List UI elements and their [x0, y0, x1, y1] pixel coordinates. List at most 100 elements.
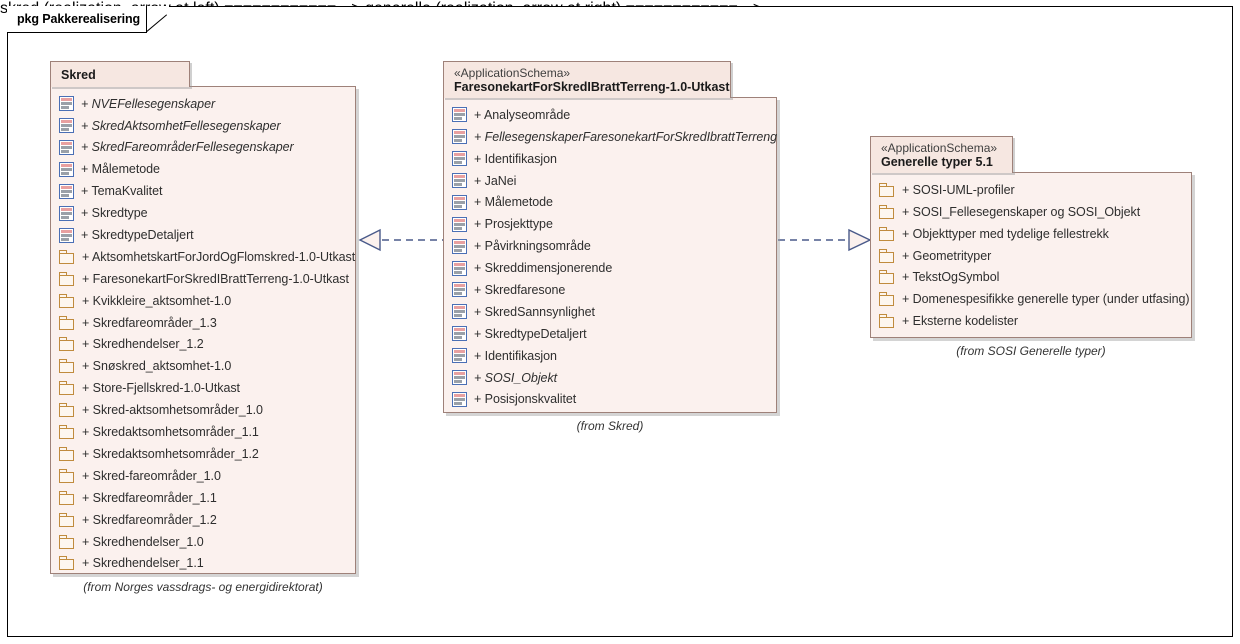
- connector-faresonekart-to-generelle[interactable]: [778, 228, 872, 252]
- package-member-row[interactable]: + SkredtypeDetaljert: [59, 224, 347, 246]
- class-icon: [59, 161, 74, 177]
- package-member-row[interactable]: + Analyseområde: [452, 104, 768, 126]
- class-icon: [452, 107, 467, 123]
- package-member-row[interactable]: + Skredfareområder_1.2: [59, 509, 347, 531]
- folder-icon: [59, 337, 75, 352]
- package-member-label: + Skredhendelser_1.0: [82, 534, 204, 549]
- frame-label: pkg Pakkerealisering: [17, 12, 141, 26]
- package-member-row[interactable]: + AktsomhetskartForJordOgFlomskred-1.0-U…: [59, 246, 355, 268]
- package-member-row[interactable]: + NVEFellesegenskaper: [59, 93, 347, 115]
- package-member-row[interactable]: + JaNei: [452, 170, 768, 192]
- package-member-row[interactable]: + SOSI-UML-profiler: [879, 179, 1183, 201]
- package-member-row[interactable]: + Skred-fareområder_1.0: [59, 465, 347, 487]
- package-member-row[interactable]: + Prosjekttype: [452, 213, 768, 235]
- class-icon: [59, 227, 74, 243]
- package-member-row[interactable]: + Skredfareområder_1.1: [59, 487, 347, 509]
- folder-icon: [59, 403, 75, 418]
- class-icon: [452, 216, 467, 232]
- package-member-row[interactable]: + Identifikasjon: [452, 148, 768, 170]
- package-member-row[interactable]: + Store-Fjellskred-1.0-Utkast: [59, 377, 347, 399]
- connector-faresonekart-to-skred[interactable]: [358, 228, 448, 252]
- package-member-label: + Snøskred_aktsomhet-1.0: [82, 359, 232, 374]
- package-skred-caption: (from Norges vassdrags- og energidirekto…: [83, 579, 323, 594]
- class-icon: [452, 260, 467, 276]
- folder-icon: [879, 314, 895, 329]
- package-skred[interactable]: Skred + NVEFellesegenskaper+ SkredAktsom…: [50, 61, 356, 594]
- package-member-label: + Skredaktsomhetsområder_1.1: [82, 425, 259, 440]
- class-icon: [452, 391, 467, 407]
- package-member-row[interactable]: + Skredhendelser_1.2: [59, 334, 347, 356]
- realization-arrow-right-icon: [778, 228, 872, 252]
- package-member-label: + Skredtype: [81, 206, 148, 221]
- folder-icon: [59, 359, 75, 374]
- class-icon: [59, 183, 74, 199]
- package-member-row[interactable]: + Skredfareområder_1.3: [59, 312, 347, 334]
- package-member-label: + Eksterne kodelister: [902, 314, 1019, 329]
- package-member-label: + SkredAktsomhetFellesegenskaper: [81, 118, 281, 133]
- package-member-row[interactable]: + Posisjonskvalitet: [452, 388, 768, 410]
- package-member-label: + Skredhendelser_1.2: [82, 337, 204, 352]
- package-member-row[interactable]: + SkredtypeDetaljert: [452, 323, 768, 345]
- package-member-label: + Objekttyper med tydelige fellestrekk: [902, 226, 1109, 241]
- package-member-row[interactable]: + Skredhendelser_1.1: [59, 552, 347, 574]
- package-member-row[interactable]: + Geometrityper: [879, 245, 1183, 267]
- package-faresonekart[interactable]: «ApplicationSchema» FaresonekartForSkred…: [443, 61, 777, 433]
- folder-icon: [59, 271, 75, 286]
- package-member-label: + Skredhendelser_1.1: [82, 556, 204, 571]
- package-generelle-typer-body: + SOSI-UML-profiler + SOSI_Fellesegenskap…: [870, 171, 1192, 338]
- package-member-row[interactable]: + FaresonekartForSkredIBrattTerreng-1.0-…: [59, 268, 349, 290]
- package-member-row[interactable]: + FellesegenskaperFaresonekartForSkredIb…: [452, 126, 777, 148]
- package-member-label: + TekstOgSymbol: [902, 270, 1000, 285]
- realization-arrow-left-icon: [358, 228, 448, 252]
- package-member-row[interactable]: + Målemetode: [59, 158, 347, 180]
- package-member-row[interactable]: + TekstOgSymbol: [879, 266, 1183, 288]
- class-icon: [452, 326, 467, 342]
- package-member-row[interactable]: + Skredhendelser_1.0: [59, 531, 347, 553]
- package-member-label: + Skredfareområder_1.1: [82, 490, 217, 505]
- package-member-row[interactable]: + SOSI_Objekt: [452, 367, 768, 389]
- package-member-row[interactable]: + Eksterne kodelister: [879, 310, 1183, 332]
- class-icon: [59, 118, 74, 134]
- package-member-label: + Påvirkningsområde: [474, 239, 591, 254]
- package-member-row[interactable]: + Påvirkningsområde: [452, 235, 768, 257]
- class-icon: [59, 96, 74, 112]
- package-member-row[interactable]: + Skredaktsomhetsområder_1.2: [59, 443, 347, 465]
- package-member-row[interactable]: + Skreddimensjonerende: [452, 257, 768, 279]
- package-generelle-typer-caption: (from SOSI Generelle typer): [956, 343, 1106, 358]
- package-member-row[interactable]: + TemaKvalitet: [59, 180, 347, 202]
- package-member-label: + Skred-aktsomhetsområder_1.0: [82, 403, 263, 418]
- package-member-row[interactable]: + SOSI_Fellesegenskaper og SOSI_Objekt: [879, 201, 1183, 223]
- package-member-row[interactable]: + Skredfaresone: [452, 279, 768, 301]
- package-member-row[interactable]: + Skredtype: [59, 202, 347, 224]
- class-icon: [452, 129, 467, 145]
- package-member-row[interactable]: + SkredAktsomhetFellesegenskaper: [59, 115, 347, 137]
- package-member-row[interactable]: + Målemetode: [452, 191, 768, 213]
- folder-icon: [59, 490, 75, 505]
- class-icon: [452, 370, 467, 386]
- package-member-label: + Målemetode: [474, 195, 553, 210]
- class-icon: [452, 348, 467, 364]
- package-member-row[interactable]: + Skred-aktsomhetsområder_1.0: [59, 399, 347, 421]
- package-member-row[interactable]: + Snøskred_aktsomhet-1.0: [59, 355, 347, 377]
- package-member-row[interactable]: + SkredFareområderFellesegenskaper: [59, 137, 347, 159]
- package-member-row[interactable]: + Skredaktsomhetsområder_1.1: [59, 421, 347, 443]
- folder-icon: [59, 381, 75, 396]
- package-member-label: + Skred-fareområder_1.0: [82, 468, 221, 483]
- package-member-row[interactable]: + Domenespesifikke generelle typer (unde…: [879, 288, 1190, 310]
- package-member-label: + SkredtypeDetaljert: [474, 326, 587, 341]
- package-generelle-typer[interactable]: «ApplicationSchema» Generelle typer 5.1 …: [870, 136, 1192, 358]
- folder-icon: [59, 534, 75, 549]
- package-member-row[interactable]: + SkredSannsynlighet: [452, 301, 768, 323]
- package-member-row[interactable]: + Objekttyper med tydelige fellestrekk: [879, 223, 1183, 245]
- package-member-label: + AktsomhetskartForJordOgFlomskred-1.0-U…: [82, 249, 356, 264]
- folder-icon: [879, 182, 895, 197]
- package-member-label: + Skreddimensjonerende: [474, 261, 613, 276]
- package-member-label: + Skredfareområder_1.2: [82, 512, 217, 527]
- package-member-label: + SOSI-UML-profiler: [902, 182, 1015, 197]
- package-member-label: + Skredaktsomhetsområder_1.2: [82, 446, 259, 461]
- folder-icon: [59, 249, 75, 264]
- package-member-row[interactable]: + Kvikkleire_aktsomhet-1.0: [59, 290, 347, 312]
- package-member-label: + Geometrityper: [902, 248, 992, 263]
- package-generelle-typer-stereotype: «ApplicationSchema»: [881, 141, 998, 155]
- package-member-row[interactable]: + Identifikasjon: [452, 345, 768, 367]
